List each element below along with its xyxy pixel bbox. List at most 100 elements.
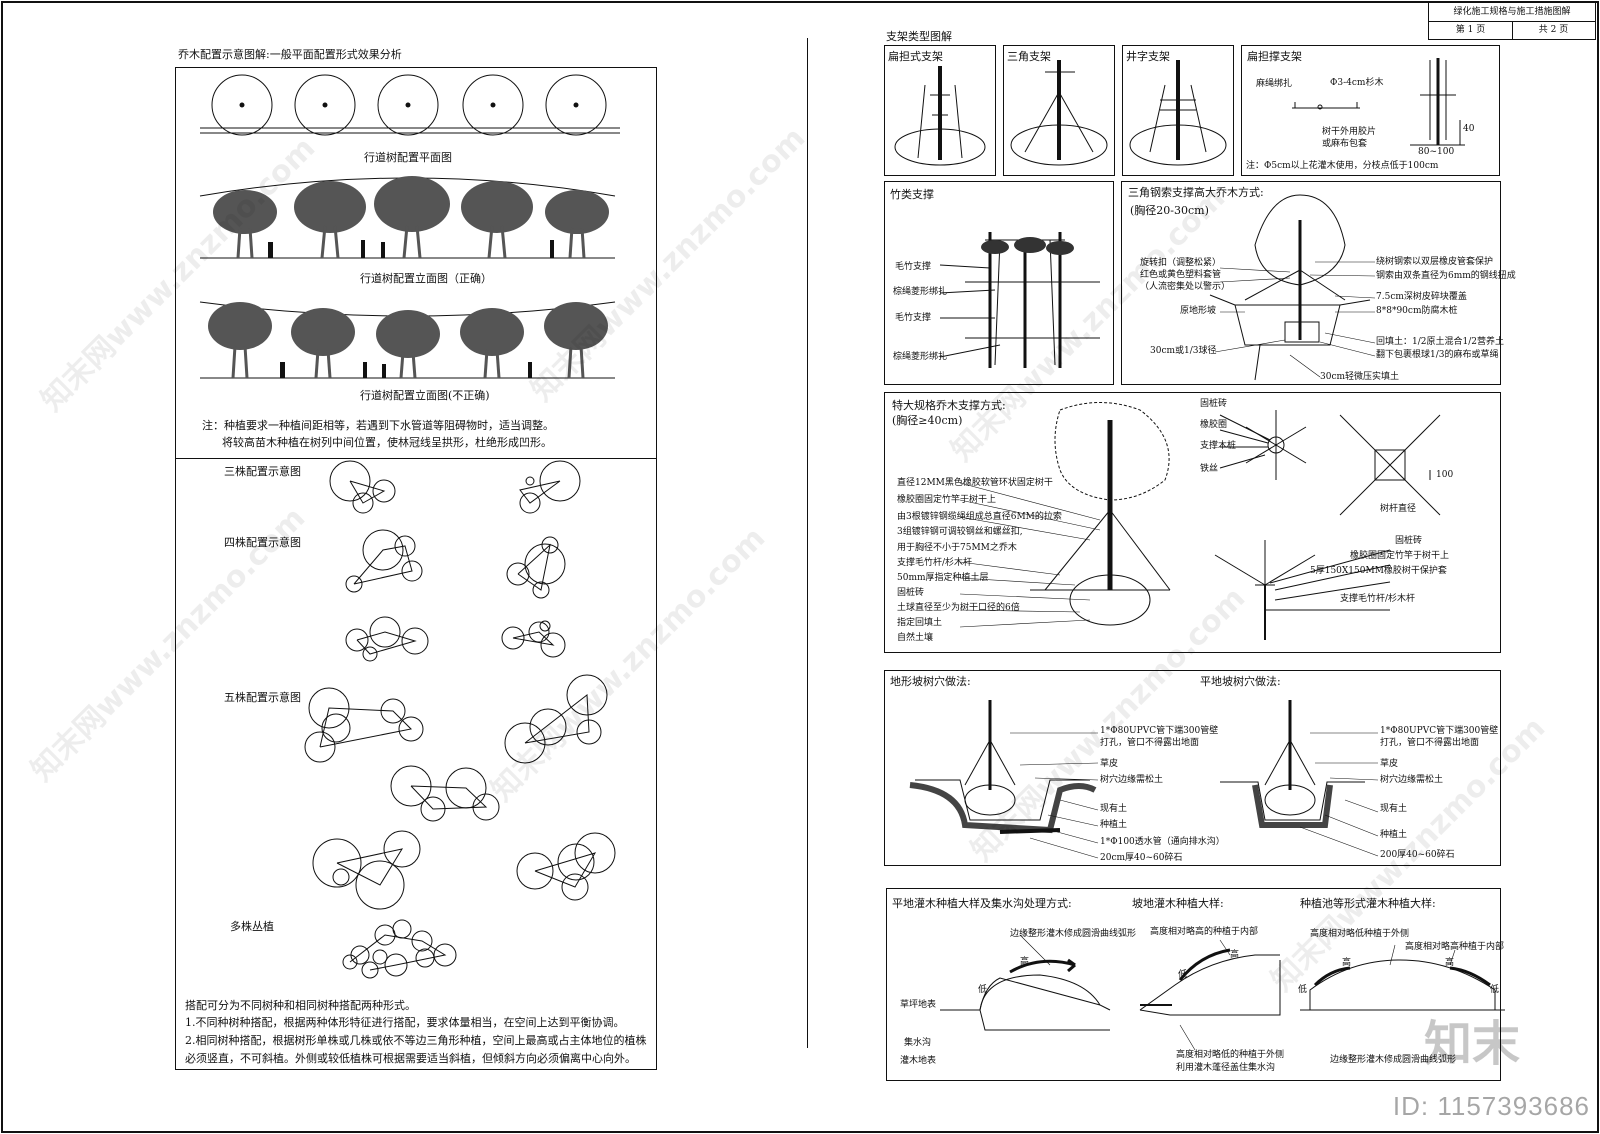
steel-subtitle: (胸径20-30cm) — [1130, 204, 1209, 217]
note-line-2: 将较高苗木种植在树列中间位置，使林冠线呈拱形，杜绝形成凹形。 — [222, 436, 552, 449]
three-tree-label: 三株配置示意图 — [224, 465, 301, 478]
shrub-b-2: 高度相对略低的种植于外侧 — [1176, 1050, 1285, 1060]
tripod-support-label: 三角支架 — [1007, 50, 1051, 63]
shoulder-support-label: 扁担撑支架 — [1247, 50, 1302, 63]
shrub-a-3: 集水沟 — [904, 1038, 932, 1048]
steel-right-7: 30cm轻微压实填土 — [1320, 372, 1400, 382]
steel-left-5: 30cm或1/3球径 — [1150, 346, 1217, 356]
flat-label-7: 200厚40~60碎石 — [1380, 850, 1455, 860]
steel-left-3: （人流密集处以警示） — [1140, 282, 1231, 292]
large-dim-1: 100 — [1436, 470, 1454, 480]
large-left-1: 直径12MM黑色橡胶软管环状固定树干 — [897, 478, 1053, 488]
steel-right-5: 回填土：1/2原土混合1/2营养土 — [1376, 337, 1504, 347]
tripod-support-panel — [1003, 45, 1115, 176]
shoulder-note: 注：Φ5cm以上花灌木使用，分枝点低于100cm — [1246, 161, 1439, 171]
steel-right-4: 8*8*90cm防腐木桩 — [1376, 306, 1458, 316]
large-tree-title: 特大规格乔木支撑方式: — [892, 399, 1006, 412]
bamboo-label-4: 棕绳菱形绑扎 — [893, 352, 948, 362]
shrub-a-2: 草坪地表 — [900, 1000, 937, 1010]
large-tree-subtitle: (胸径≥40cm) — [892, 414, 963, 427]
slope-pit-title: 地形坡树穴做法: — [890, 675, 971, 688]
elev-correct-caption: 行道树配置立面图（正确） — [360, 272, 492, 285]
bamboo-support-panel — [884, 181, 1114, 385]
large-right-3: 5厚150X150MM橡胶树干保护套 — [1310, 566, 1447, 576]
large-mid-1: 固桩砖 — [1200, 399, 1228, 409]
watermark-id: ID: 1157393686 — [1392, 1091, 1590, 1121]
elev-incorrect-caption: 行道树配置立面图(不正确) — [360, 389, 490, 402]
shrub-c-high-2: 高 — [1445, 958, 1455, 968]
shrub-a-low: 低 — [978, 985, 988, 995]
steel-right-2: 钢索由双条直径为6mm的钢线扭成 — [1376, 271, 1516, 281]
flat-label-3: 草皮 — [1380, 759, 1399, 769]
para-4: 必须竖直，不可斜植。外侧或较低植株可根据需要适当斜植，但倾斜方向必须偏离中心向外… — [185, 1052, 636, 1065]
large-left-10: 指定回填土 — [897, 618, 943, 628]
large-dim-2: 树杆直径 — [1380, 504, 1417, 514]
shoulder-rope-label: 麻绳绑扎 — [1256, 79, 1293, 89]
watermark-logo: 知末 — [1423, 1016, 1520, 1072]
steel-left-2: 红色或黄色塑料套管 — [1140, 270, 1222, 280]
steel-left-4: 原地形坡 — [1180, 306, 1217, 316]
large-left-9: 土球直径至少为树干口径的6倍 — [897, 603, 1020, 613]
street-tree-plan — [200, 74, 620, 136]
steel-left-1: 旋转扣（调整松紧） — [1140, 258, 1222, 268]
bamboo-support-label: 竹类支撑 — [890, 188, 934, 201]
shrub-panel — [886, 888, 1501, 1081]
shoulder-dim-1: 80~100 — [1418, 147, 1455, 157]
shrub-c-high-1: 高 — [1342, 958, 1352, 968]
fan-support-label: 扁担式支架 — [888, 50, 943, 63]
fan-support-panel — [884, 45, 996, 176]
slope-label-5: 现有土 — [1100, 804, 1128, 814]
shoulder-pad-label-1: 树干外用胶片 — [1322, 127, 1377, 137]
title-block-page: 第 1 页 — [1429, 21, 1513, 39]
shrub-c-low-1: 低 — [1298, 985, 1308, 995]
para-3: 2.相同树种搭配，根据树形单株或几株或依不等边三角形种植，空间上最高或占主体地位… — [185, 1034, 647, 1047]
slope-label-8: 20cm厚40~60碎石 — [1100, 853, 1183, 863]
shrub-c-low-2: 低 — [1490, 985, 1500, 995]
shoulder-dim-2: 40 — [1463, 124, 1475, 134]
large-left-4: 3组镀锌钢可调较钢丝和螺丝扣, — [897, 527, 1023, 537]
steel-right-6: 翻下包裹根球1/3的麻布或草绳 — [1376, 350, 1499, 360]
bamboo-label-1: 毛竹支撑 — [895, 262, 932, 272]
support-types-title: 支架类型图解 — [886, 30, 952, 43]
large-mid-4: 铁丝 — [1200, 464, 1219, 474]
title-block-total: 共 2 页 — [1538, 25, 1569, 35]
shrub-b-3: 利用灌木蓬径盖住集水沟 — [1176, 1063, 1276, 1073]
para-1: 搭配可分为不同树种和相同树种搭配两种形式。 — [185, 999, 416, 1012]
slope-label-3: 草皮 — [1100, 759, 1119, 769]
shrub-b-high: 高 — [1230, 950, 1240, 960]
flat-label-2: 打孔，管口不得露出地面 — [1380, 738, 1480, 748]
large-right-1: 固桩砖 — [1395, 536, 1423, 546]
multi-tree-label: 多株丛植 — [230, 920, 274, 933]
shrub-c-3: 边缘整形灌木修成圆滑曲线弧形 — [1330, 1055, 1457, 1065]
large-right-4: 支撑毛竹杆/杉木杆 — [1340, 594, 1416, 604]
slope-label-2: 打孔，管口不得露出地面 — [1100, 738, 1200, 748]
bamboo-label-3: 毛竹支撑 — [895, 313, 932, 323]
well-support-label: 井字支架 — [1126, 50, 1170, 63]
flat-pit-title: 平地坡树穴做法: — [1200, 675, 1281, 688]
shrub-title-1: 平地灌木种植大样及集水沟处理方式: — [892, 897, 1072, 910]
shrub-a-4: 灌木地表 — [900, 1056, 937, 1066]
shrub-b-low: 低 — [1178, 970, 1188, 980]
slope-label-6: 种植土 — [1100, 820, 1128, 830]
four-tree-label: 四株配置示意图 — [224, 536, 301, 549]
large-left-3: 由3根镀锌钢缆绳组成总直径6MM的拉索 — [897, 512, 1062, 522]
flat-label-6: 种植土 — [1380, 830, 1408, 840]
tree-pit-panel — [884, 670, 1501, 866]
slope-label-1: 1*Φ80UPVC管下端300管壁 — [1100, 726, 1219, 736]
title-block: 绿化施工规格与施工措施图解 第 1 页 共 2 页 — [1428, 2, 1596, 40]
bamboo-label-2: 棕绳菱形绑扎 — [893, 287, 948, 297]
shrub-title-2: 坡地灌木种植大样: — [1132, 897, 1224, 910]
large-left-5: 用于胸径不小于75MM之乔木 — [897, 543, 1017, 553]
shrub-title-3: 种植池等形式灌木种植大样: — [1300, 897, 1436, 910]
large-mid-2: 橡胶圈 — [1200, 420, 1228, 430]
page-divider — [807, 38, 808, 1048]
left-bottom-panel — [175, 458, 657, 1070]
shoulder-support-panel — [1241, 45, 1500, 176]
flat-label-1: 1*Φ80UPVC管下端300管壁 — [1380, 726, 1499, 736]
flat-label-4: 树穴边缘需松土 — [1380, 775, 1444, 785]
shrub-b-1: 高度相对略高的种植于内部 — [1150, 927, 1259, 937]
large-left-6: 支撑毛竹杆/杉木杆 — [897, 558, 973, 568]
flat-label-5: 现有土 — [1380, 804, 1408, 814]
